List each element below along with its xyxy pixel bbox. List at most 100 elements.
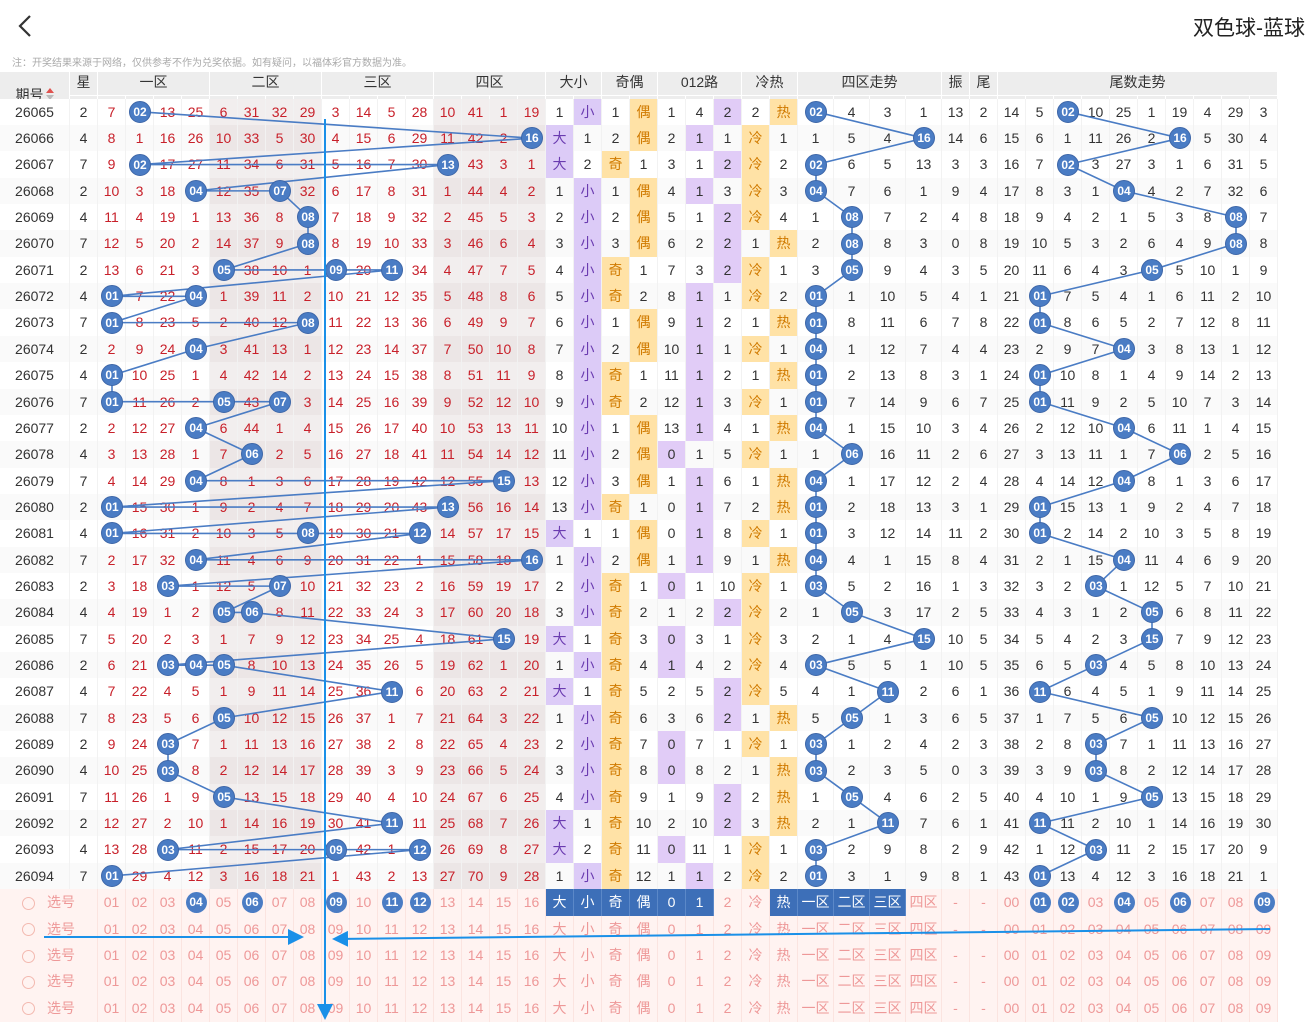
selected-ball[interactable]: 09 <box>325 891 347 913</box>
select-cell-num[interactable]: 07 <box>266 915 294 943</box>
select-cell-par[interactable]: 偶 <box>630 915 658 943</box>
select-cell-num[interactable]: 14 <box>462 968 490 996</box>
select-cell-tdig[interactable]: 03 <box>1082 968 1110 996</box>
select-cell-tdig[interactable]: 08 <box>1222 994 1250 1022</box>
select-cell-num[interactable]: 10 <box>350 968 378 996</box>
select-cell-ampl[interactable]: - <box>942 994 970 1022</box>
select-cell-temp[interactable]: 热 <box>770 941 798 969</box>
select-cell-tdig[interactable]: 00 <box>998 994 1026 1022</box>
select-cell-num[interactable]: 13 <box>434 889 462 917</box>
select-cell-num[interactable]: 16 <box>518 941 546 969</box>
select-cell-tdig[interactable]: 08 <box>1222 915 1250 943</box>
select-cell-num[interactable]: 05 <box>210 941 238 969</box>
select-cell-num[interactable]: 10 <box>350 994 378 1022</box>
selected-ball[interactable]: 06 <box>241 891 263 913</box>
select-label[interactable]: 选号 <box>0 994 98 1022</box>
select-cell-ampl[interactable]: - <box>942 915 970 943</box>
select-cell-num[interactable]: 05 <box>210 889 238 917</box>
select-cell-zone[interactable]: 四区 <box>906 968 942 996</box>
select-cell-route[interactable]: 2 <box>714 994 742 1022</box>
select-cell-route[interactable]: 0 <box>658 915 686 943</box>
select-cell-size[interactable]: 小 <box>574 994 602 1022</box>
select-cell-size[interactable]: 小 <box>574 889 602 917</box>
select-cell-num[interactable]: 09 <box>322 915 350 943</box>
radio-icon[interactable] <box>22 1002 35 1016</box>
select-cell-temp[interactable]: 冷 <box>742 968 770 996</box>
select-cell-tdig[interactable]: 03 <box>1082 915 1110 943</box>
select-cell-tdig[interactable]: 08 <box>1222 941 1250 969</box>
select-cell-num[interactable]: 04 <box>182 915 210 943</box>
select-cell-num[interactable]: 15 <box>490 994 518 1022</box>
select-cell-num[interactable]: 02 <box>126 915 154 943</box>
select-cell-zone[interactable]: 一区 <box>798 889 834 917</box>
select-cell-num[interactable]: 06 <box>238 968 266 996</box>
select-cell-zone[interactable]: 二区 <box>834 915 870 943</box>
select-cell-tdig[interactable]: 05 <box>1138 915 1166 943</box>
select-cell-temp[interactable]: 热 <box>770 968 798 996</box>
select-cell-tail[interactable]: - <box>970 994 998 1022</box>
select-cell-tdig[interactable]: 02 <box>1054 915 1082 943</box>
select-cell-num[interactable]: 15 <box>490 941 518 969</box>
select-cell-zone[interactable]: 四区 <box>906 941 942 969</box>
select-cell-tail[interactable]: - <box>970 968 998 996</box>
select-cell-tdig[interactable]: 00 <box>998 941 1026 969</box>
select-cell-route[interactable]: 2 <box>714 968 742 996</box>
select-cell-num[interactable]: 16 <box>518 889 546 917</box>
select-cell-zone[interactable]: 一区 <box>798 994 834 1022</box>
select-cell-zone[interactable]: 三区 <box>870 941 906 969</box>
select-label[interactable]: 选号 <box>0 889 98 917</box>
select-cell-zone[interactable]: 四区 <box>906 915 942 943</box>
select-cell-tdig[interactable]: 01 <box>1026 941 1054 969</box>
select-cell-tdig[interactable]: 05 <box>1138 889 1166 917</box>
select-cell-num[interactable]: 16 <box>518 968 546 996</box>
select-cell-tdig[interactable]: 03 <box>1082 941 1110 969</box>
select-cell-tdig[interactable]: 03 <box>1082 994 1110 1022</box>
select-cell-tdig[interactable]: 07 <box>1194 941 1222 969</box>
sort-icon[interactable] <box>45 87 54 103</box>
select-cell-num[interactable]: 01 <box>98 994 126 1022</box>
select-cell-par[interactable]: 偶 <box>630 889 658 917</box>
select-cell-num[interactable]: 04 <box>182 994 210 1022</box>
select-cell-zone[interactable]: 四区 <box>906 994 942 1022</box>
select-cell-num[interactable]: 03 <box>154 968 182 996</box>
select-cell-tdig[interactable]: 04 <box>1110 968 1138 996</box>
select-cell-num[interactable]: 12 <box>406 994 434 1022</box>
select-cell-size[interactable]: 小 <box>574 968 602 996</box>
select-cell-tdig[interactable]: 02 <box>1054 994 1082 1022</box>
select-cell-num[interactable]: 14 <box>462 889 490 917</box>
select-cell-tdig[interactable]: 00 <box>998 968 1026 996</box>
select-cell-num[interactable]: 01 <box>98 941 126 969</box>
select-cell-num[interactable]: 09 <box>322 994 350 1022</box>
select-cell-num[interactable]: 13 <box>434 994 462 1022</box>
select-cell-tdig[interactable]: 03 <box>1082 889 1110 917</box>
select-cell-tdig[interactable]: 07 <box>1194 994 1222 1022</box>
select-cell-num[interactable]: 02 <box>126 968 154 996</box>
select-cell-num[interactable]: 03 <box>154 941 182 969</box>
select-cell-num[interactable]: 13 <box>434 968 462 996</box>
select-cell-tdig[interactable]: 06 <box>1166 968 1194 996</box>
select-cell-ampl[interactable]: - <box>942 889 970 917</box>
select-cell-zone[interactable]: 三区 <box>870 994 906 1022</box>
select-cell-tdig[interactable]: 06 <box>1166 915 1194 943</box>
select-cell-tdig[interactable]: 09 <box>1250 941 1278 969</box>
select-cell-size[interactable]: 大 <box>546 915 574 943</box>
select-cell-num[interactable]: 11 <box>378 968 406 996</box>
selected-ball[interactable]: 01 <box>1029 891 1051 913</box>
select-cell-route[interactable]: 1 <box>686 968 714 996</box>
select-cell-num[interactable]: 01 <box>98 915 126 943</box>
select-cell-route[interactable]: 0 <box>658 889 686 917</box>
radio-icon[interactable] <box>22 896 35 910</box>
select-cell-zone[interactable]: 四区 <box>906 889 942 917</box>
select-cell-route[interactable]: 1 <box>686 889 714 917</box>
radio-icon[interactable] <box>22 949 35 963</box>
select-cell-num[interactable]: 16 <box>518 994 546 1022</box>
select-cell-num[interactable]: 01 <box>98 968 126 996</box>
select-cell-size[interactable]: 大 <box>546 968 574 996</box>
select-cell-route[interactable]: 0 <box>658 941 686 969</box>
select-cell-num[interactable]: 12 <box>406 915 434 943</box>
select-cell-tdig[interactable]: 02 <box>1054 941 1082 969</box>
select-cell-num[interactable]: 14 <box>462 915 490 943</box>
select-cell-tdig[interactable]: 01 <box>1026 968 1054 996</box>
select-label[interactable]: 选号 <box>0 915 98 943</box>
select-cell-tdig[interactable]: 05 <box>1138 968 1166 996</box>
